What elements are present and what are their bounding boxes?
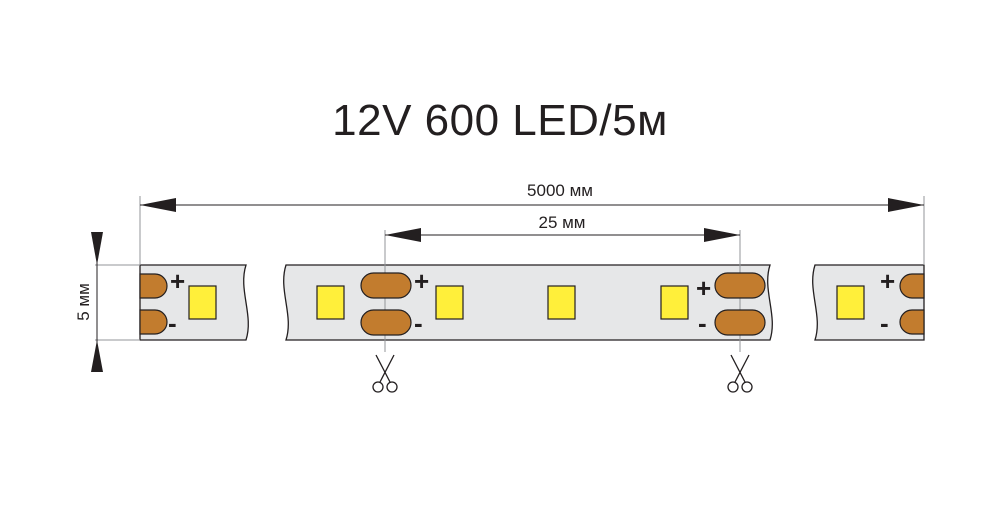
diagram-title: 12V 600 LED/5м: [332, 96, 668, 145]
solder-pad-minus: [714, 309, 766, 336]
plus-sign: +: [414, 266, 429, 296]
arrow-up-icon: [91, 340, 103, 372]
scissors-icon: [727, 354, 753, 393]
solder-pad-plus: [139, 273, 168, 299]
minus-sign: -: [698, 308, 707, 338]
led-chip: [547, 285, 576, 320]
solder-pad-plus: [360, 272, 412, 299]
solder-pad-plus: [714, 272, 766, 299]
plus-sign: +: [696, 273, 711, 303]
total-length-label: 5000 мм: [527, 181, 593, 200]
arrow-right-icon: [704, 228, 740, 242]
solder-pad-minus: [899, 309, 925, 335]
led-chip: [316, 285, 345, 320]
scissors-icon: [372, 354, 398, 393]
led-chip: [660, 285, 689, 320]
solder-pad-plus: [899, 273, 925, 299]
strip-segment-right: [812, 264, 925, 341]
segment-length-label: 25 мм: [538, 213, 585, 232]
plus-sign: +: [880, 266, 895, 296]
led-chip: [188, 285, 217, 320]
minus-sign: -: [414, 308, 423, 338]
plus-sign: +: [170, 266, 185, 296]
led-chip: [836, 285, 865, 320]
minus-sign: -: [168, 308, 177, 338]
arrow-right-icon: [888, 198, 924, 212]
width-label: 5 мм: [74, 283, 93, 321]
arrow-left-icon: [385, 228, 421, 242]
solder-pad-minus: [360, 309, 412, 336]
led-chip: [435, 285, 464, 320]
minus-sign: -: [880, 308, 889, 338]
arrow-left-icon: [140, 198, 176, 212]
solder-pad-minus: [139, 309, 168, 335]
arrow-down-icon: [91, 232, 103, 265]
